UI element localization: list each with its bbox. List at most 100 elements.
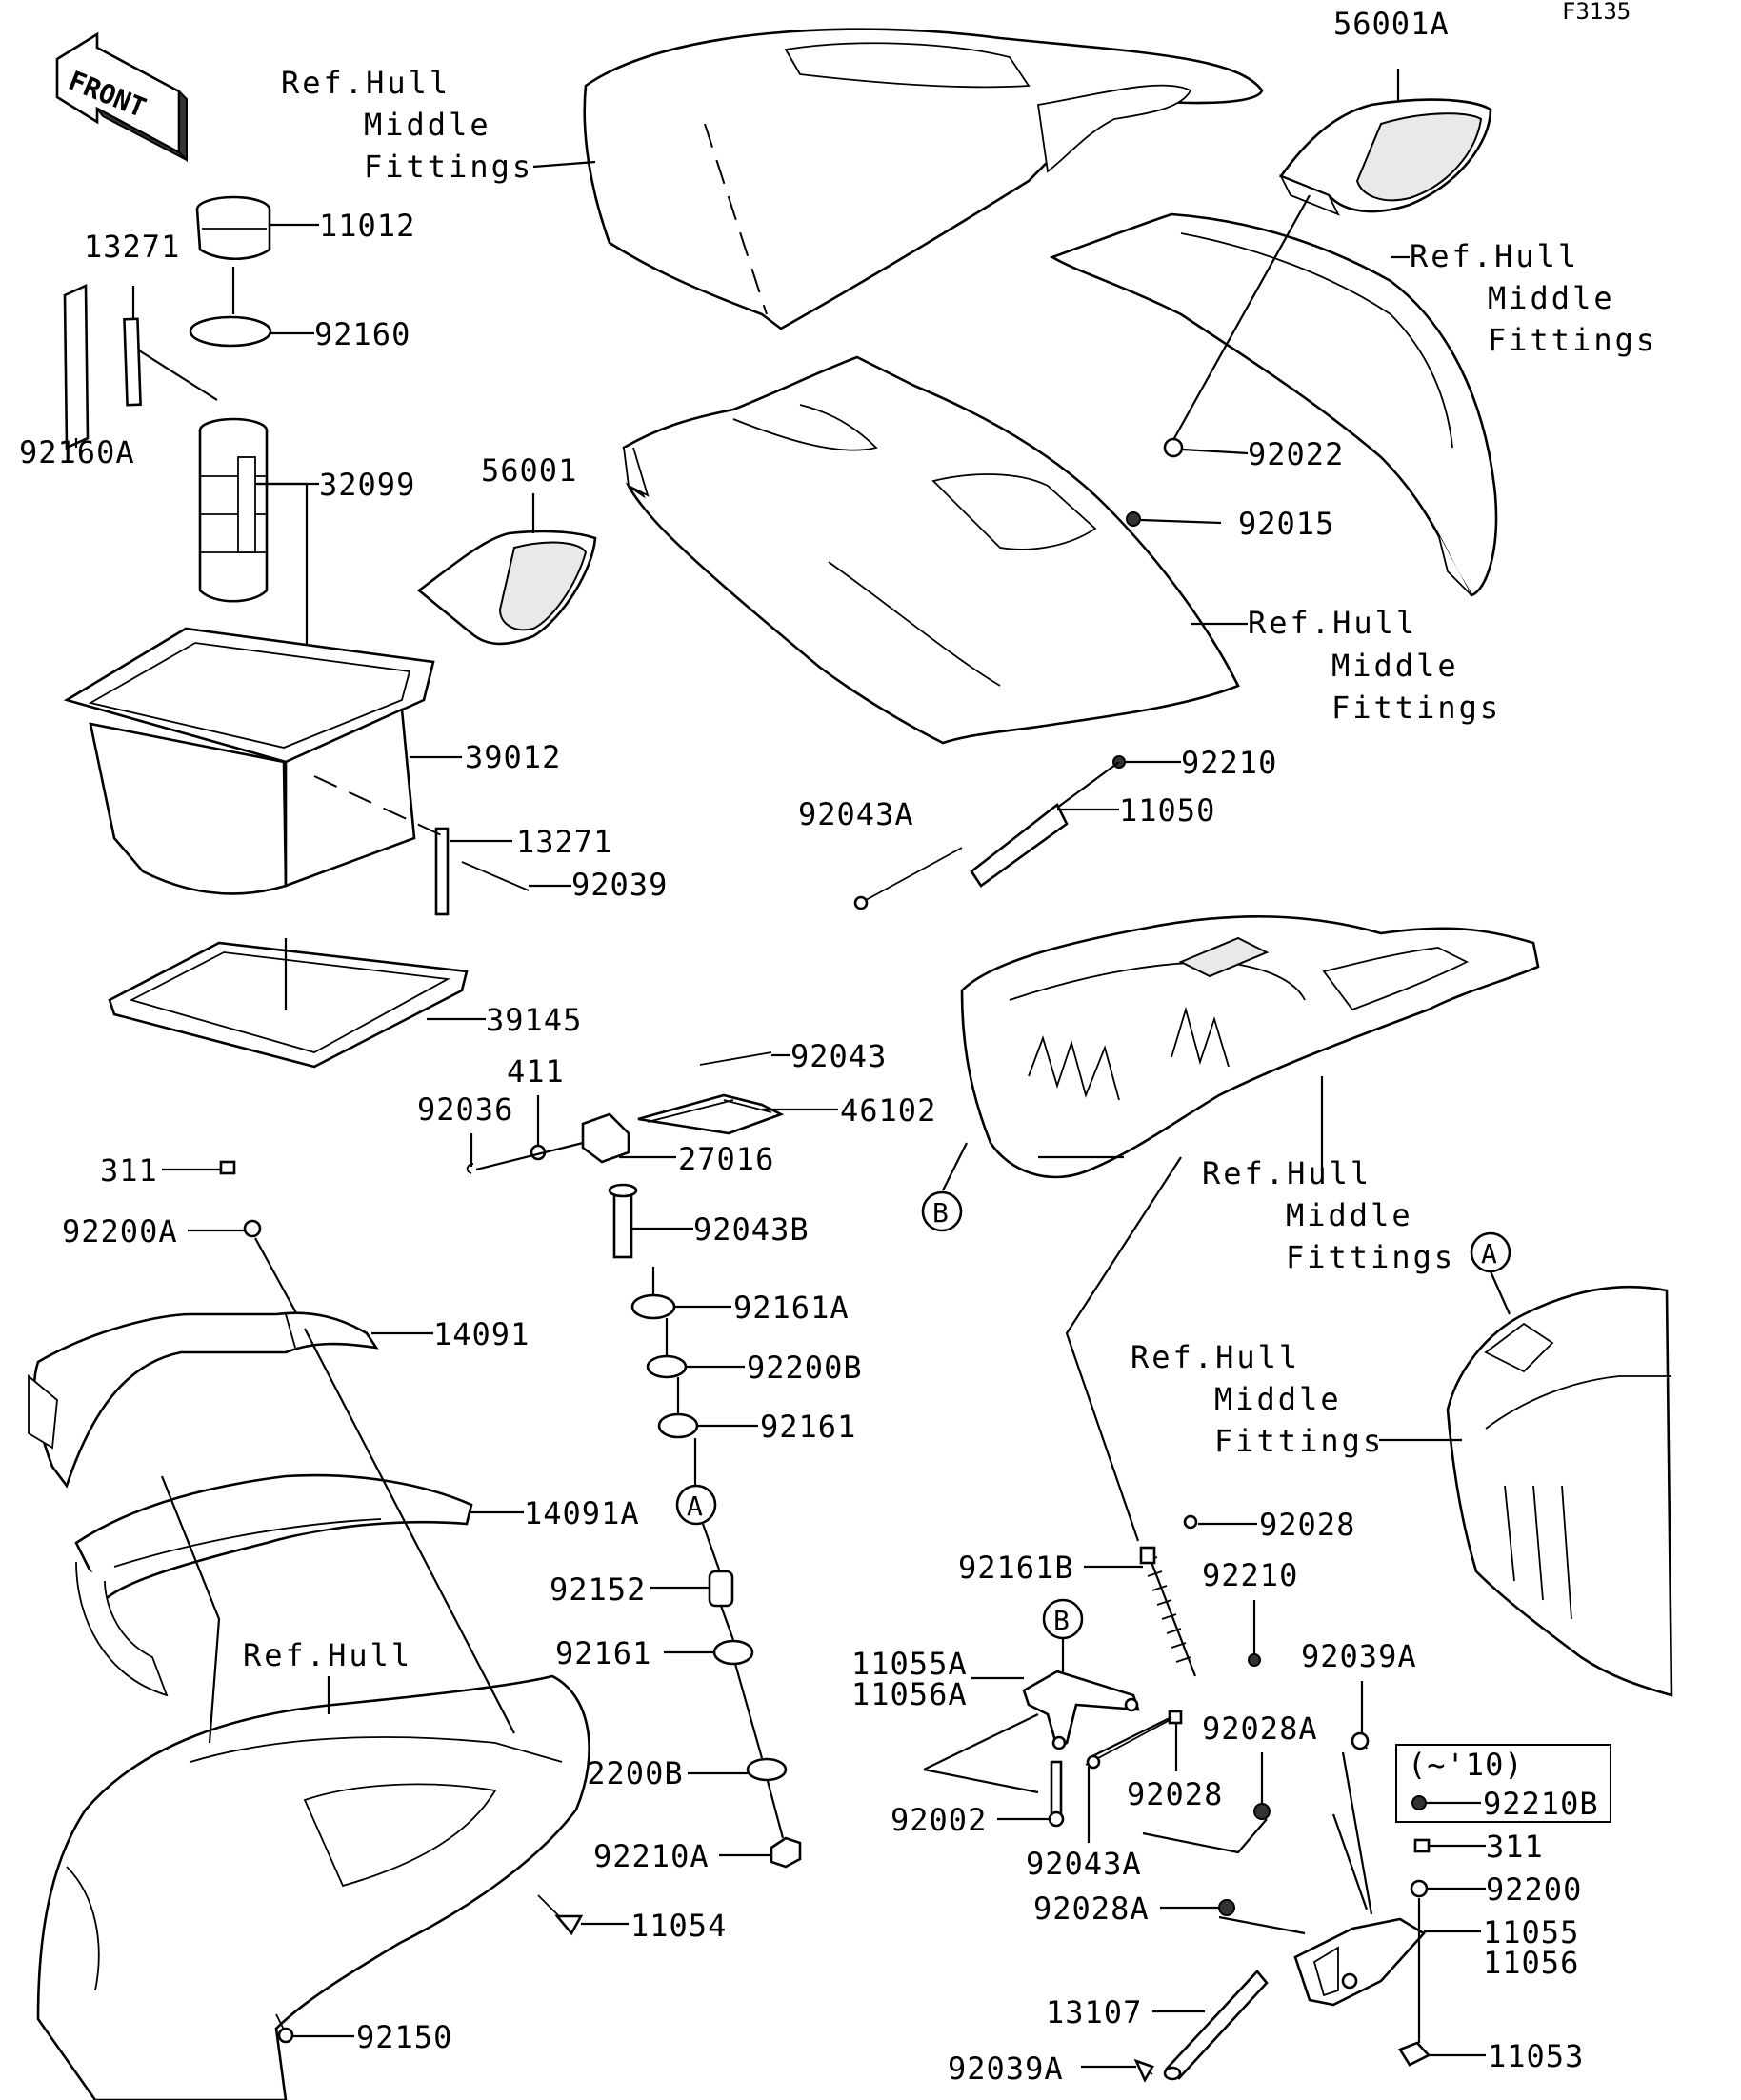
strap-13271-top	[123, 317, 142, 407]
callout-b-low-text: B	[1053, 1605, 1070, 1636]
part-label-92161A: 92161A	[733, 1290, 850, 1326]
part-label-14091A: 14091A	[524, 1495, 640, 1531]
part-label-46102: 46102	[840, 1092, 936, 1129]
bolt-92043A-low	[1085, 1718, 1172, 1766]
ref-fittings-label-2: Fittings	[1488, 322, 1657, 358]
part-label-13271-mid: 13271	[516, 824, 612, 860]
screw-92039	[461, 861, 530, 891]
lever-46102	[637, 1093, 785, 1135]
washer-92200B-top	[646, 1354, 688, 1379]
part-label-11054: 11054	[630, 1908, 727, 1944]
ref-middle-label-4: Middle	[1286, 1197, 1413, 1233]
bolt-92002	[1048, 1760, 1065, 1828]
seat-cover-part	[583, 28, 1264, 330]
callout-b-top-text: B	[932, 1197, 949, 1229]
part-label-92200B-top: 92200B	[747, 1350, 863, 1386]
part-label-92210-mid: 92210	[1202, 1557, 1298, 1593]
bolt-92043A-top	[856, 847, 963, 906]
storage-bin-39012	[63, 627, 435, 895]
part-label-56001A: 56001A	[1333, 6, 1450, 42]
ref-hull-label-3: Ref.Hull	[1248, 605, 1417, 641]
part-label-92028A-top: 92028A	[1202, 1710, 1318, 1747]
callout-circle-a-mid	[675, 1484, 717, 1526]
nut-92028A-low	[1218, 1899, 1235, 1916]
cover-56001	[416, 530, 597, 646]
bow-cover-part	[36, 1674, 590, 2100]
callout-a-right-text: A	[1481, 1238, 1497, 1270]
part-label-92028A-low: 92028A	[1033, 1890, 1150, 1927]
right-cowling-part	[1049, 212, 1498, 597]
ref-middle-label-2: Middle	[1488, 280, 1615, 316]
part-label-92161B: 92161B	[958, 1550, 1074, 1586]
bracket-11055	[1293, 1917, 1427, 2007]
gasket-39145	[108, 941, 469, 1069]
part-label-92161-top: 92161	[760, 1409, 856, 1445]
part-label-92210B: 92210B	[1483, 1786, 1599, 1822]
nut-92028A-top	[1253, 1803, 1271, 1820]
ref-middle-label-3: Middle	[1331, 648, 1459, 684]
part-label-13107: 13107	[1046, 1994, 1142, 2030]
part-label-11012: 11012	[319, 208, 415, 244]
collar-92152	[708, 1570, 734, 1608]
part-label-92160A: 92160A	[19, 434, 135, 470]
washer-92200	[1410, 1879, 1429, 1898]
part-label-92002: 92002	[891, 1802, 987, 1838]
washer-92022	[1163, 437, 1184, 458]
part-label-14091: 14091	[433, 1316, 530, 1352]
damper-92161A	[630, 1293, 676, 1320]
ref-hull-only-label: Ref.Hull	[243, 1637, 412, 1673]
part-label-92200A: 92200A	[62, 1213, 178, 1250]
nut-92028-top	[1183, 1514, 1198, 1530]
part-label-27016: 27016	[678, 1141, 774, 1177]
part-label-92039: 92039	[571, 867, 668, 903]
part-label-92043A-low: 92043A	[1026, 1846, 1142, 1882]
part-label-92150: 92150	[356, 2019, 452, 2055]
left-cowl-part	[622, 355, 1240, 745]
ref-middle-label-1: Middle	[364, 107, 491, 143]
part-label-11056: 11056	[1483, 1945, 1579, 1981]
tube-32099	[198, 417, 269, 603]
part-label-92022: 92022	[1248, 436, 1344, 472]
part-label-92043: 92043	[790, 1038, 887, 1074]
hull-side-part	[1446, 1285, 1673, 1697]
ref-hull-label-2: Ref.Hull	[1410, 238, 1579, 274]
ref-fittings-label-4: Fittings	[1286, 1239, 1455, 1275]
callout-a-mid-text: A	[687, 1490, 703, 1522]
part-label-11055: 11055	[1483, 1914, 1579, 1950]
part-label-92015: 92015	[1238, 506, 1334, 542]
part-label-92160: 92160	[314, 316, 410, 352]
deck-part	[960, 914, 1540, 1179]
bracket-11055A	[1022, 1670, 1140, 1750]
ref-hull-label-1: Ref.Hull	[281, 65, 450, 101]
cover-56001A	[1278, 98, 1492, 216]
part-label-92036: 92036	[417, 1091, 513, 1128]
part-label-92200: 92200	[1486, 1871, 1582, 1908]
handle-14091	[28, 1311, 379, 1489]
latch-27016	[581, 1112, 630, 1164]
part-label-39145: 39145	[486, 1002, 582, 1038]
part-label-92043B: 92043B	[693, 1211, 810, 1248]
part-label-11050: 11050	[1119, 792, 1215, 829]
washer-92200A	[243, 1219, 262, 1238]
strap-13271-mid	[434, 827, 450, 916]
pad-92160A	[63, 283, 90, 450]
ref-fittings-label-5: Fittings	[1214, 1423, 1384, 1459]
part-label-92210A: 92210A	[593, 1838, 710, 1874]
part-label-311-right: 311	[1486, 1829, 1544, 1865]
nut-311-right	[1413, 1838, 1431, 1853]
nut-311-left	[219, 1160, 236, 1175]
nut-92210-mid	[1248, 1653, 1261, 1667]
part-label-411: 411	[507, 1053, 565, 1090]
part-label-311-left: 311	[100, 1152, 158, 1189]
part-label-92043A-top: 92043A	[798, 796, 914, 832]
part-label-11053: 11053	[1488, 2038, 1584, 2074]
ref-fittings-label-1: Fittings	[364, 149, 533, 185]
ref-hull-label-5: Ref.Hull	[1131, 1339, 1300, 1375]
spring-92161B	[1139, 1546, 1197, 1677]
part-label-39012: 39012	[465, 739, 561, 775]
damper-92161-low	[712, 1639, 754, 1666]
pin-92043	[699, 1051, 772, 1066]
gasket-92160	[189, 315, 272, 348]
part-label-92028-low: 92028	[1127, 1776, 1223, 1812]
note-year-label: (~'10)	[1408, 1747, 1524, 1783]
